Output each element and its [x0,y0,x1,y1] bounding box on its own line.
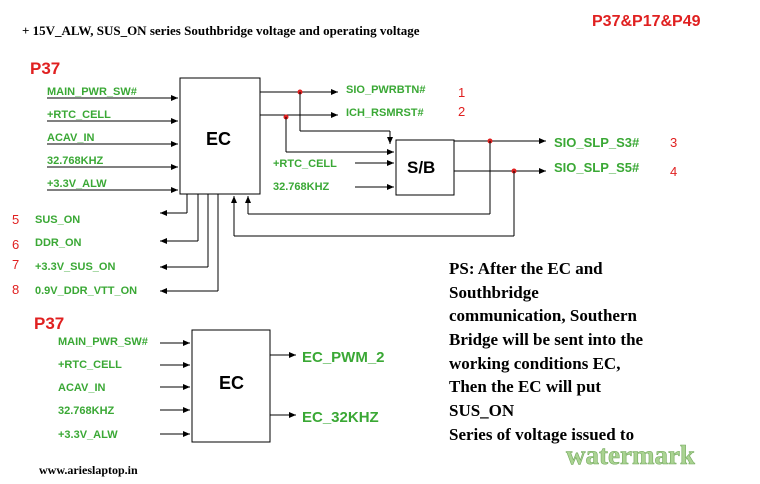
ec2-input-group: MAIN_PWR_SW# +RTC_CELL ACAV_IN 32.768KHZ… [58,336,190,441]
note-line: SUS_ON [449,401,515,420]
note-line: Series of voltage issued to [449,425,634,444]
ec1-output-label: SIO_PWRBTN# [346,84,425,96]
ec-block-1-label: EC [206,129,231,149]
diagram2-ref: P37 [34,314,64,333]
diagram-title: + 15V_ALW, SUS_ON series Southbridge vol… [22,23,420,38]
note-line: PS: After the EC and [449,259,603,278]
ec1-input-label: MAIN_PWR_SW# [47,86,137,98]
ec2-input-label: +RTC_CELL [58,359,122,371]
ec-block-2 [191,329,271,443]
website-text: www.arieslaptop.in [39,463,138,477]
ec1-input-label: +3.3V_ALW [47,178,107,190]
note-line: Then the EC will put [449,377,601,396]
ec-block-2-label: EC [219,373,244,393]
sb-input-label: +RTC_CELL [273,158,337,170]
ec1-bottom-label: +3.3V_SUS_ON [35,261,115,273]
page-ref: P37&P17&P49 [592,13,701,30]
ec1-output-num: 2 [458,104,465,119]
ec2-input-label: MAIN_PWR_SW# [58,336,148,348]
ec1-bottom-num: 5 [12,212,19,227]
note-line: Southbridge [449,283,539,302]
ec1-bottom-label: SUS_ON [35,214,80,226]
ec2-input-label: 32.768KHZ [58,405,115,417]
ec2-input-label: +3.3V_ALW [58,429,118,441]
watermark-text: watermark [566,440,695,470]
ec1-input-label: 32.768KHZ [47,155,104,167]
ec1-input-group: MAIN_PWR_SW# +RTC_CELL ACAV_IN 32.768KHZ… [47,86,178,193]
explanation-note: PS: After the EC and Southbridge communi… [449,259,644,444]
sb-block-label: S/B [407,158,435,177]
note-line: working conditions EC, [449,354,620,373]
ec2-output-label: EC_32KHZ [302,409,379,426]
ec1-bottom-label: 0.9V_DDR_VTT_ON [35,285,137,297]
ec1-input-label: ACAV_IN [47,132,95,144]
ec1-bottom-label: DDR_ON [35,237,82,249]
sb-output-label: SIO_SLP_S5# [554,160,640,175]
ec1-bottom-num: 7 [12,257,19,272]
sb-input-label: 32.768KHZ [273,181,330,193]
ec1-bottom-num: 8 [12,282,19,297]
diagram1-ref: P37 [30,59,60,78]
ec1-bottom-output-group: 5 SUS_ON 6 DDR_ON 7 +3.3V_SUS_ON 8 0.9V_… [12,194,219,297]
ec1-input-label: +RTC_CELL [47,109,111,121]
sb-output-label: SIO_SLP_S3# [554,135,640,150]
sb-output-num: 3 [670,135,677,150]
ec-block-1 [179,77,261,195]
sb-output-num: 4 [670,164,677,179]
note-line: Bridge will be sent into the [449,330,644,349]
note-line: communication, Southern [449,306,638,325]
ec2-output-label: EC_PWM_2 [302,349,385,366]
ec1-output-num: 1 [458,85,465,100]
ec2-input-label: ACAV_IN [58,382,106,394]
ec1-bottom-num: 6 [12,237,19,252]
sb-block [395,139,455,196]
ec1-output-label: ICH_RSMRST# [346,107,424,119]
